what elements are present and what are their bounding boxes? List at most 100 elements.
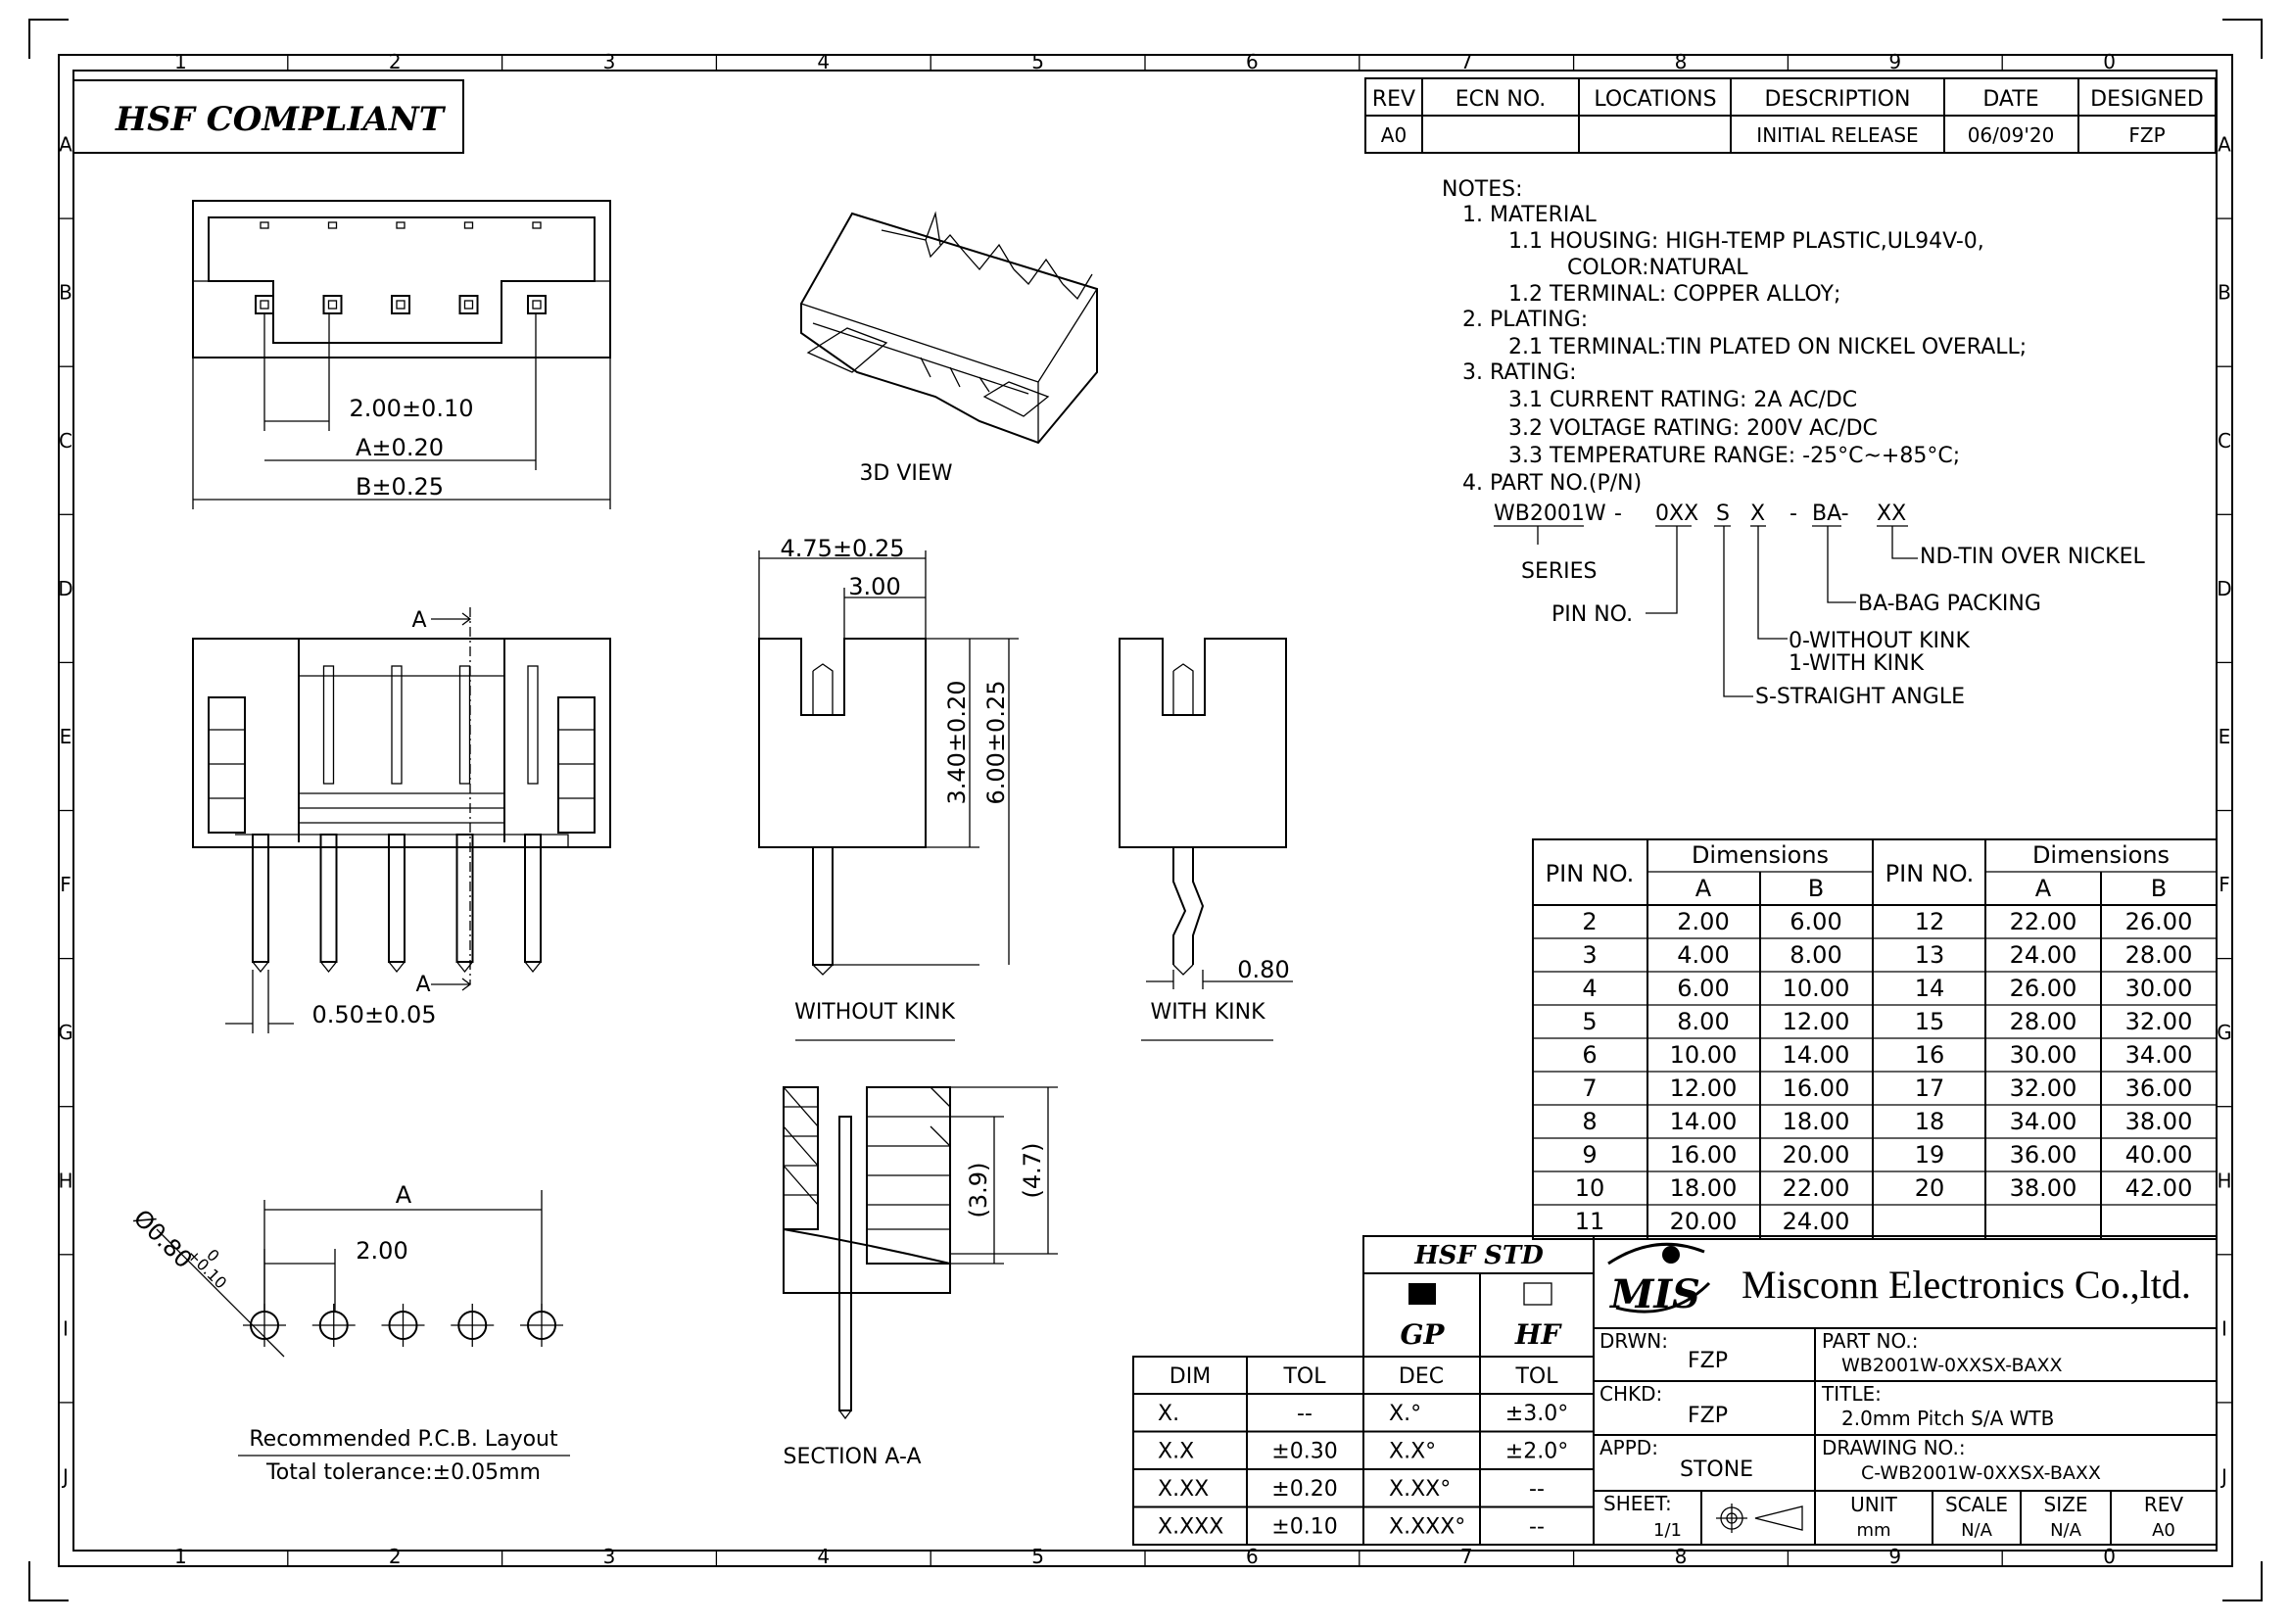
dim-table-cell: 28.00: [2125, 941, 2193, 969]
dim-table-cell: 36.00: [2125, 1075, 2193, 1102]
pn-label-straight: S-STRAIGHT ANGLE: [1755, 685, 1965, 709]
side-dim-depth: 4.75±0.25: [781, 535, 905, 562]
hsf-std-title: HSF STD: [1413, 1241, 1544, 1270]
section-dim-inner-depth: (3.9): [965, 1163, 992, 1218]
dim-table-cell: 26.00: [2010, 975, 2077, 1002]
grid-row-label-left: J: [61, 1464, 69, 1488]
revision-table: REV ECN NO. LOCATIONS DESCRIPTION DATE D…: [1364, 77, 2217, 154]
section-dim-outer-depth: (4.7): [1019, 1143, 1046, 1199]
dim-table-cell: 34.00: [2125, 1041, 2193, 1069]
size-value: N/A: [2050, 1520, 2082, 1541]
tol-cell: ±0.30: [1271, 1440, 1337, 1464]
tol-cell: X.X°: [1389, 1440, 1436, 1464]
grid-row-label-right: I: [2221, 1316, 2227, 1340]
dim-table-cell: 38.00: [2010, 1174, 2077, 1202]
front-pin: [524, 834, 542, 963]
logo-text: MIS: [1608, 1271, 1700, 1317]
tol-cell: X.: [1158, 1402, 1179, 1426]
top-pin-inner: [260, 300, 269, 310]
dim-table-pin-header-right: PIN NO.: [1885, 860, 1975, 887]
note-1-1-cont: COLOR:NATURAL: [1567, 256, 1748, 280]
top-dim-pitch: 2.00±0.10: [350, 395, 474, 422]
grid-row-label-left: F: [60, 873, 72, 896]
dim-table-cell: 4: [1582, 975, 1597, 1002]
tol-cell: --: [1297, 1402, 1313, 1426]
title-label: TITLE:: [1821, 1382, 1882, 1406]
company-name: Misconn Electronics Co.,ltd.: [1742, 1263, 2191, 1307]
dim-table-cell: 11: [1575, 1208, 1605, 1235]
dim-table-a-header-right: A: [2035, 875, 2052, 902]
front-pin-internal: [527, 665, 539, 785]
dim-table-cell: 17: [1915, 1075, 1945, 1102]
dim-table-cell: 16: [1915, 1041, 1945, 1069]
grid-col-label-bottom: 4: [817, 1545, 830, 1568]
front-pin-tip: [319, 961, 338, 974]
notes-block: NOTES: 1. MATERIAL 1.1 HOUSING: HIGH-TEM…: [1442, 177, 2027, 496]
grid-col-label-top: 4: [817, 50, 830, 73]
dim-table-cell: 16.00: [1783, 1075, 1850, 1102]
top-pin-inner: [532, 300, 542, 310]
tol-header-tol: TOL: [1282, 1364, 1326, 1389]
dim-table-cell: 10.00: [1670, 1041, 1738, 1069]
grid-row-label-right: B: [2218, 281, 2231, 305]
tol-cell: X.°: [1389, 1402, 1421, 1426]
note-3-2: 3.2 VOLTAGE RATING: 200V AC/DC: [1508, 416, 1878, 441]
hsf-std-box: HSF STD GP HF: [1362, 1235, 1595, 1358]
grid-col-label-bottom: 1: [174, 1545, 187, 1568]
tol-header-tol-angle: TOL: [1514, 1364, 1558, 1389]
dim-table-pin-header-left: PIN NO.: [1546, 860, 1635, 887]
title-block: MIS Misconn Electronics Co.,ltd. DRWN: F…: [1593, 1235, 2218, 1546]
dim-table-cell: 8: [1582, 1108, 1597, 1135]
dim-table-b-header-right: B: [2151, 875, 2167, 902]
pcb-holes: [243, 1304, 563, 1347]
note-1: 1. MATERIAL: [1462, 203, 1597, 227]
notes-heading: NOTES:: [1442, 177, 1523, 202]
section-mark-bottom: A: [415, 973, 430, 997]
top-pin-inner: [327, 300, 338, 310]
dim-table-cell: 18: [1915, 1108, 1945, 1135]
rev-cell-date: 06/09'20: [1968, 123, 2055, 147]
dim-table-cell: 36.00: [2010, 1141, 2077, 1169]
with-kink-label: WITH KINK: [1150, 1000, 1265, 1025]
compliance-label: HSF COMPLIANT: [115, 100, 447, 139]
grid-row-label-left: I: [63, 1316, 69, 1340]
grid-col-label-top: 0: [2103, 50, 2116, 73]
pcb-layout: A 2.00 Ø0.80 +0.10 0 Recommended P.C.B. …: [128, 1181, 570, 1485]
rev-cell-description: INITIAL RELEASE: [1756, 123, 1918, 147]
pn-kink-code: X: [1750, 502, 1765, 526]
front-view-pins: [252, 665, 542, 974]
dim-table-cell: 2.00: [1677, 908, 1729, 935]
compliance-box: [72, 79, 464, 154]
dim-table-cell: 12.00: [1783, 1008, 1850, 1035]
dim-table-cell: 20: [1915, 1174, 1945, 1202]
top-pin-square: [527, 295, 547, 314]
dim-table-cell: 6: [1582, 1041, 1597, 1069]
top-pin-slot: [327, 221, 338, 229]
dim-table-dim-header-right: Dimensions: [2032, 841, 2170, 869]
pn-label-pin-no: PIN NO.: [1551, 602, 1633, 627]
tol-header-dec: DEC: [1399, 1364, 1444, 1389]
corner-marks: [28, 19, 2263, 1601]
dim-table-cell: 14.00: [1670, 1108, 1738, 1135]
pcb-dim-a: A: [396, 1181, 412, 1209]
pn-label-bag: BA-BAG PACKING: [1858, 592, 2041, 616]
top-pin-slot: [463, 221, 474, 229]
approved-label: APPD:: [1599, 1436, 1658, 1459]
top-view: 2.00±0.10 A±0.20 B±0.25: [192, 200, 611, 509]
grid-row-label-right: F: [2219, 873, 2230, 896]
dim-table-cell: 40.00: [2125, 1141, 2193, 1169]
dim-table-cell: 26.00: [2125, 908, 2193, 935]
dim-table-cell: 14: [1915, 975, 1945, 1002]
tol-cell: ±0.20: [1271, 1477, 1337, 1502]
pcb-hole-tol-plus: +0.10: [183, 1245, 230, 1292]
rev-header-description: DESCRIPTION: [1765, 87, 1911, 112]
tol-cell: X.XX°: [1389, 1477, 1451, 1502]
dim-table-cell: 32.00: [2010, 1075, 2077, 1102]
company-logo: MIS: [1607, 1242, 1711, 1317]
part-number-breakdown: WB2001W - 0XX S X - BA- XX SERIES PIN NO…: [1494, 502, 2145, 709]
kink-dim-offset: 0.80: [1237, 956, 1289, 983]
dim-table-b-header-left: B: [1808, 875, 1824, 902]
dim-table-cell: 2: [1582, 908, 1597, 935]
3d-view-label: 3D VIEW: [859, 461, 952, 486]
